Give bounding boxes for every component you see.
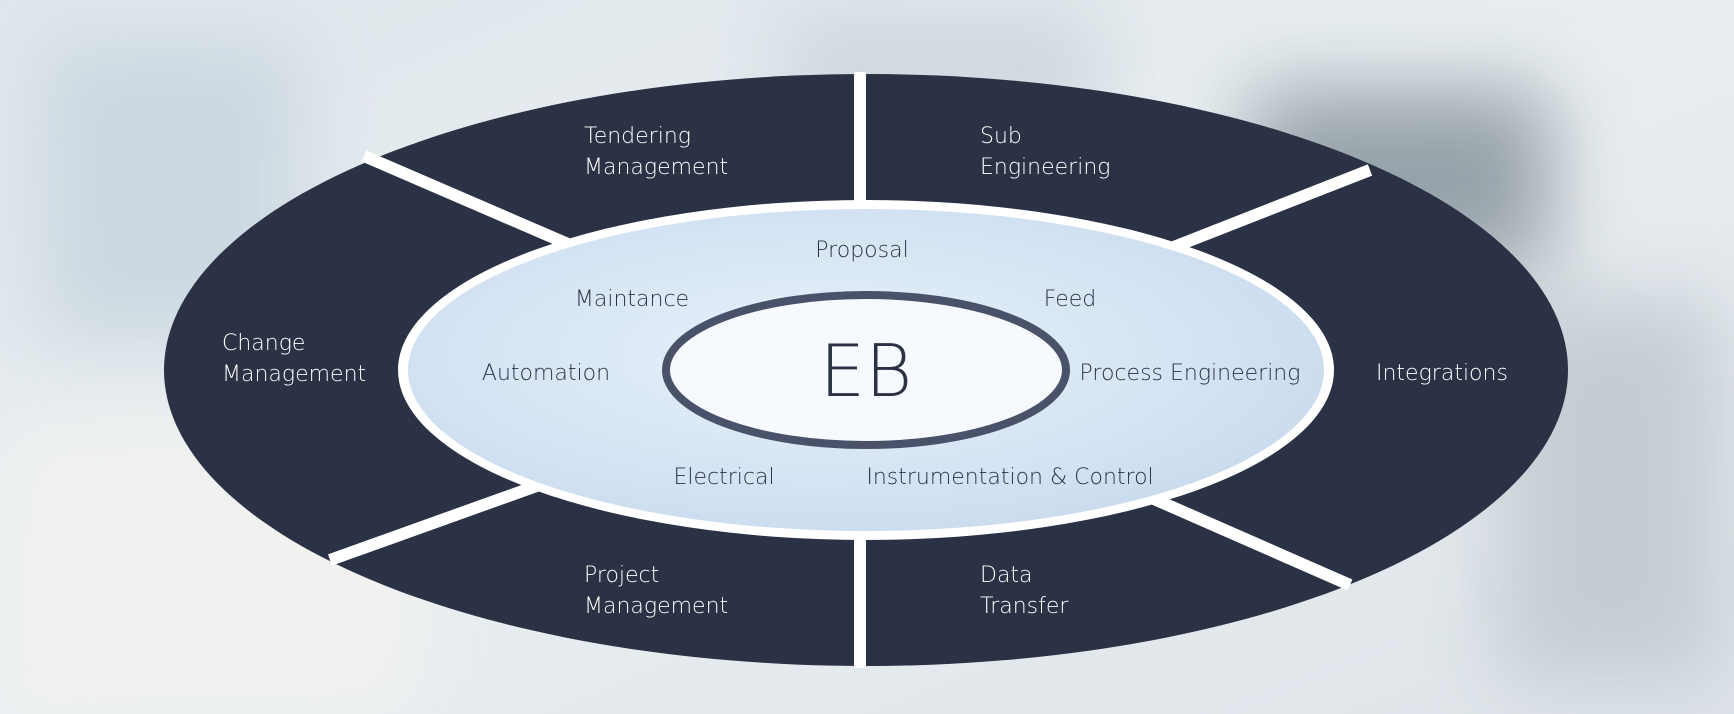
- segment-label-line: Tendering: [584, 124, 691, 149]
- inner-label-electrical: Electrical: [673, 465, 774, 490]
- segment-label-line: Transfer: [980, 594, 1069, 619]
- inner-label-proposal: Proposal: [815, 238, 908, 263]
- segment-project-management: Project Management: [584, 563, 728, 619]
- segment-label-line: Sub: [980, 124, 1022, 149]
- segment-data-transfer: Data Transfer: [980, 563, 1069, 619]
- inner-label-process-engineering: Process Engineering: [1080, 361, 1301, 386]
- segment-change-management: Change Management: [222, 331, 366, 387]
- inner-label-instrumentation-control: Instrumentation & Control: [866, 465, 1153, 490]
- inner-label-feed: Feed: [1044, 287, 1097, 312]
- segment-label-line: Engineering: [980, 155, 1110, 180]
- segment-label-line: Change: [222, 331, 305, 356]
- segment-label-line: Management: [584, 594, 728, 619]
- inner-label-maintance: Maintance: [575, 287, 689, 312]
- segment-label-line: Project: [584, 563, 659, 588]
- segment-label-line: Management: [584, 155, 728, 180]
- segment-sub-engineering: Sub Engineering: [980, 124, 1110, 180]
- segment-tendering-management: Tendering Management: [584, 124, 728, 180]
- segment-label-line: Management: [222, 362, 366, 387]
- segment-integrations: Integrations: [1376, 361, 1508, 386]
- segment-label-line: Data: [980, 563, 1033, 588]
- inner-label-automation: Automation: [482, 361, 610, 386]
- core-ellipse: [662, 291, 1070, 449]
- core-label: EB: [820, 329, 913, 413]
- segment-label-line: Integrations: [1376, 361, 1508, 386]
